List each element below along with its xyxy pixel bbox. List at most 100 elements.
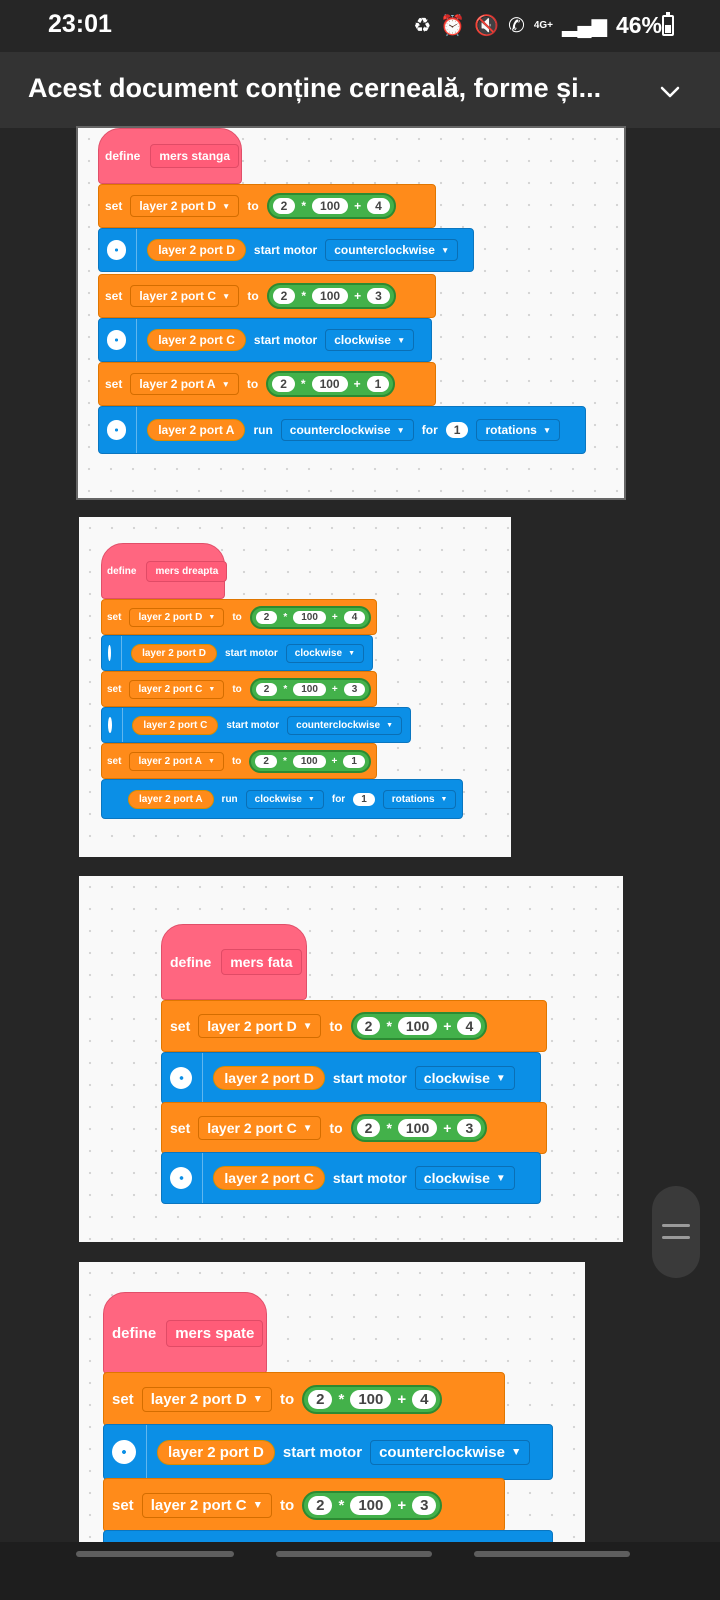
recent-apps-button[interactable]: [76, 1551, 234, 1557]
set-block: set layer 2 port D▼ to 2*100+4: [101, 599, 377, 635]
define-block: define mers fata: [161, 924, 307, 1000]
document-title: Acest document conține cerneală, forme ș…: [28, 73, 602, 103]
direction-dropdown[interactable]: clockwise▼: [414, 1066, 515, 1090]
operator-expression: 2*100+3: [249, 677, 372, 701]
set-block: set layer 2 port D▼ to 2*100+4: [161, 1000, 547, 1052]
call-icon: ✆: [508, 14, 525, 37]
code-image-mers-fata: define mers fata set layer 2 port D▼ to …: [79, 876, 623, 1242]
motor-icon: [112, 1440, 136, 1464]
port-reporter: layer 2 port A: [147, 419, 246, 441]
motor-block: [103, 1530, 553, 1542]
motor-block: layer 2 port D start motor clockwise▼: [101, 635, 373, 671]
motor-block: layer 2 port D start motor clockwise▼: [161, 1052, 541, 1104]
alarm-icon: ⏰: [440, 14, 466, 37]
operator-expression: 2*100+4: [302, 1384, 443, 1414]
operator-expression: 2*100+1: [266, 371, 396, 397]
unit-dropdown[interactable]: rotations▼: [476, 419, 561, 441]
set-block: set layer 2 port C▼ to 2*100+3: [103, 1478, 505, 1532]
scroll-handle[interactable]: [652, 1186, 700, 1278]
define-block: define mers dreapta: [101, 543, 228, 599]
rotation-count: 1: [445, 422, 469, 438]
direction-dropdown[interactable]: counterclockwise▼: [325, 239, 459, 261]
variable-dropdown[interactable]: layer 2 port D▼: [129, 607, 225, 627]
set-block: set layer 2 port C▼ to 2*100+3: [161, 1102, 547, 1154]
port-reporter: layer 2 port D: [213, 1066, 325, 1090]
set-block: set layer 2 port A▼ to 2*100+1: [101, 743, 377, 779]
motor-icon: [107, 240, 127, 260]
motor-block: layer 2 port D start motor counterclockw…: [98, 228, 474, 272]
motor-icon: [108, 717, 113, 733]
code-image-mers-stanga: define mers stanga set layer 2 port D▼ t…: [76, 126, 626, 500]
recycle-icon: ♻: [413, 14, 432, 37]
define-block: define mers spate: [103, 1292, 267, 1374]
motor-block: layer 2 port C start motor clockwise▼: [98, 318, 432, 362]
port-reporter: layer 2 port A: [128, 789, 214, 809]
set-block: set layer 2 port C▼ to 2*100+3: [101, 671, 377, 707]
motor-block: layer 2 port C start motor counterclockw…: [101, 707, 411, 743]
procedure-name: mers spate: [166, 1319, 264, 1347]
operator-expression: 2*100+4: [249, 605, 372, 629]
status-icons: ♻ ⏰ 🔇 ✆ 4G+ ▂▄▆ 46%: [413, 12, 662, 39]
direction-dropdown[interactable]: clockwise▼: [245, 789, 324, 809]
code-image-mers-spate: define mers spate set layer 2 port D▼ to…: [79, 1262, 585, 1542]
port-reporter: layer 2 port C: [147, 329, 246, 351]
port-reporter: layer 2 port C: [132, 715, 219, 735]
variable-dropdown[interactable]: layer 2 port A▼: [129, 751, 224, 771]
operator-expression: 2*100+3: [350, 1114, 488, 1142]
direction-dropdown[interactable]: counterclockwise▼: [280, 419, 414, 441]
motor-block: layer 2 port A run counterclockwise▼ for…: [98, 406, 586, 454]
battery-percent: 46%: [615, 12, 662, 38]
direction-dropdown[interactable]: clockwise▼: [414, 1166, 515, 1190]
status-bar: 23:01 ♻ ⏰ 🔇 ✆ 4G+ ▂▄▆ 46%: [0, 0, 720, 52]
motor-icon: [107, 420, 127, 440]
operator-expression: 2*100+4: [266, 193, 396, 219]
define-block: define mers stanga: [98, 128, 242, 184]
port-reporter: layer 2 port C: [213, 1166, 325, 1190]
motor-icon: [170, 1166, 193, 1190]
operator-expression: 2*100+3: [302, 1490, 443, 1520]
code-image-mers-dreapta: define mers dreapta set layer 2 port D▼ …: [79, 517, 511, 857]
set-block: set layer 2 port C▼ to 2*100+3: [98, 274, 436, 318]
rotation-count: 1: [353, 792, 375, 806]
mute-icon: 🔇: [474, 14, 500, 37]
direction-dropdown[interactable]: clockwise▼: [325, 329, 415, 351]
variable-dropdown[interactable]: layer 2 port C▼: [129, 679, 225, 699]
operator-expression: 2*100+1: [249, 749, 371, 773]
variable-dropdown[interactable]: layer 2 port D▼: [198, 1014, 322, 1038]
variable-dropdown[interactable]: layer 2 port A▼: [130, 373, 239, 395]
document-header: Acest document conține cerneală, forme ș…: [0, 52, 720, 128]
network-type: 4G+: [533, 19, 554, 31]
motor-block: layer 2 port D start motor counterclockw…: [103, 1424, 553, 1480]
procedure-name: mers dreapta: [146, 560, 228, 582]
signal-icon: ▂▄▆: [562, 14, 607, 37]
port-reporter: layer 2 port D: [147, 239, 246, 261]
motor-icon: [107, 330, 127, 350]
direction-dropdown[interactable]: counterclockwise▼: [287, 715, 402, 735]
variable-dropdown[interactable]: layer 2 port C▼: [198, 1116, 322, 1140]
operator-expression: 2*100+3: [266, 283, 396, 309]
battery-icon: [662, 12, 674, 36]
variable-dropdown[interactable]: layer 2 port C▼: [141, 1492, 272, 1518]
set-block: set layer 2 port A▼ to 2*100+1: [98, 362, 436, 406]
back-button[interactable]: [474, 1551, 630, 1557]
motor-block: layer 2 port A run clockwise▼ for 1 rota…: [101, 779, 463, 819]
unit-dropdown[interactable]: rotations▼: [382, 789, 457, 809]
direction-dropdown[interactable]: clockwise▼: [285, 643, 364, 663]
procedure-name: mers fata: [221, 949, 302, 975]
motor-icon: [170, 1066, 193, 1090]
variable-dropdown[interactable]: layer 2 port C▼: [130, 285, 240, 307]
motor-icon: [108, 645, 111, 661]
motor-block: layer 2 port C start motor clockwise▼: [161, 1152, 541, 1204]
home-button[interactable]: [276, 1551, 432, 1557]
set-block: set layer 2 port D▼ to 2*100+4: [98, 184, 436, 228]
operator-expression: 2*100+4: [350, 1012, 488, 1040]
chevron-down-icon[interactable]: [655, 77, 685, 107]
variable-dropdown[interactable]: layer 2 port D▼: [141, 1386, 272, 1412]
status-time: 23:01: [48, 10, 112, 38]
set-block: set layer 2 port D▼ to 2*100+4: [103, 1372, 505, 1426]
port-reporter: layer 2 port D: [131, 643, 217, 663]
variable-dropdown[interactable]: layer 2 port D▼: [130, 195, 240, 217]
direction-dropdown[interactable]: counterclockwise▼: [370, 1439, 531, 1465]
procedure-name: mers stanga: [150, 144, 240, 168]
port-reporter: layer 2 port D: [157, 1439, 275, 1465]
